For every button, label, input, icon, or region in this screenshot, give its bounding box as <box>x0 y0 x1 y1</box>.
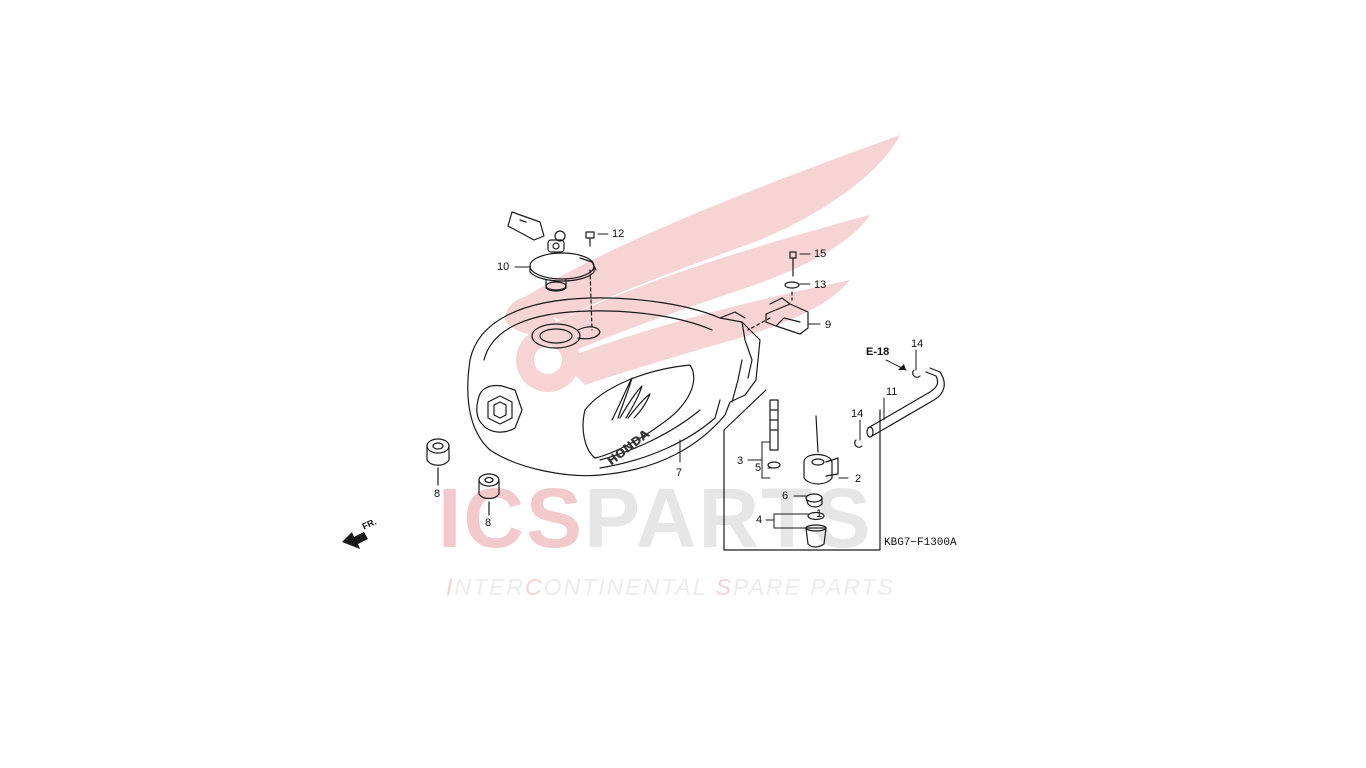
tank-honda-lettering: HONDA <box>604 426 652 468</box>
tagline-seg: NTER <box>454 574 526 600</box>
fuel-tube-11 <box>854 367 945 448</box>
part-number-14b[interactable]: 14 <box>911 338 924 350</box>
part-number-1[interactable]: 1 <box>816 508 823 520</box>
tagline-seg: PARE PARTS <box>732 574 895 600</box>
part-number-3[interactable]: 3 <box>737 455 744 467</box>
brand-watermark: ICSPARTS <box>438 476 873 560</box>
part-number-15[interactable]: 15 <box>814 248 827 260</box>
tagline-seg: C <box>525 574 544 600</box>
part-number-9[interactable]: 9 <box>825 319 832 331</box>
section-reference[interactable]: E-18 <box>866 346 890 358</box>
tagline-seg: I <box>446 574 455 600</box>
ref-arrow <box>898 364 906 370</box>
brand-part-parts: PARTS <box>584 471 873 565</box>
tagline-seg: ONTINENTAL <box>543 574 716 600</box>
brand-tagline: INTERCONTINENTAL SPARE PARTS <box>446 574 895 601</box>
part-number-6[interactable]: 6 <box>782 490 789 502</box>
fuel-tank <box>467 297 761 477</box>
bracket-9 <box>747 251 809 335</box>
part-number-13[interactable]: 13 <box>814 279 827 291</box>
part-number-8a[interactable]: 8 <box>434 488 441 500</box>
tagline-seg: S <box>715 574 733 600</box>
part-number-10[interactable]: 10 <box>497 261 510 273</box>
front-direction-arrow <box>342 532 368 549</box>
part-number-11[interactable]: 11 <box>886 386 898 398</box>
part-number-4[interactable]: 4 <box>756 514 763 526</box>
fuel-cap <box>507 211 597 331</box>
drawing-code: KBG7−F1300A <box>884 537 957 549</box>
part-number-12[interactable]: 12 <box>612 228 625 240</box>
part-number-2[interactable]: 2 <box>855 473 862 485</box>
front-direction-label: FR. <box>360 516 378 532</box>
part-number-8b[interactable]: 8 <box>485 517 492 529</box>
part-number-14a[interactable]: 14 <box>851 408 864 420</box>
brand-part-ics: ICS <box>438 471 585 565</box>
screw-12 <box>585 231 595 247</box>
part-number-7[interactable]: 7 <box>676 467 683 479</box>
part-number-5[interactable]: 5 <box>755 462 762 474</box>
